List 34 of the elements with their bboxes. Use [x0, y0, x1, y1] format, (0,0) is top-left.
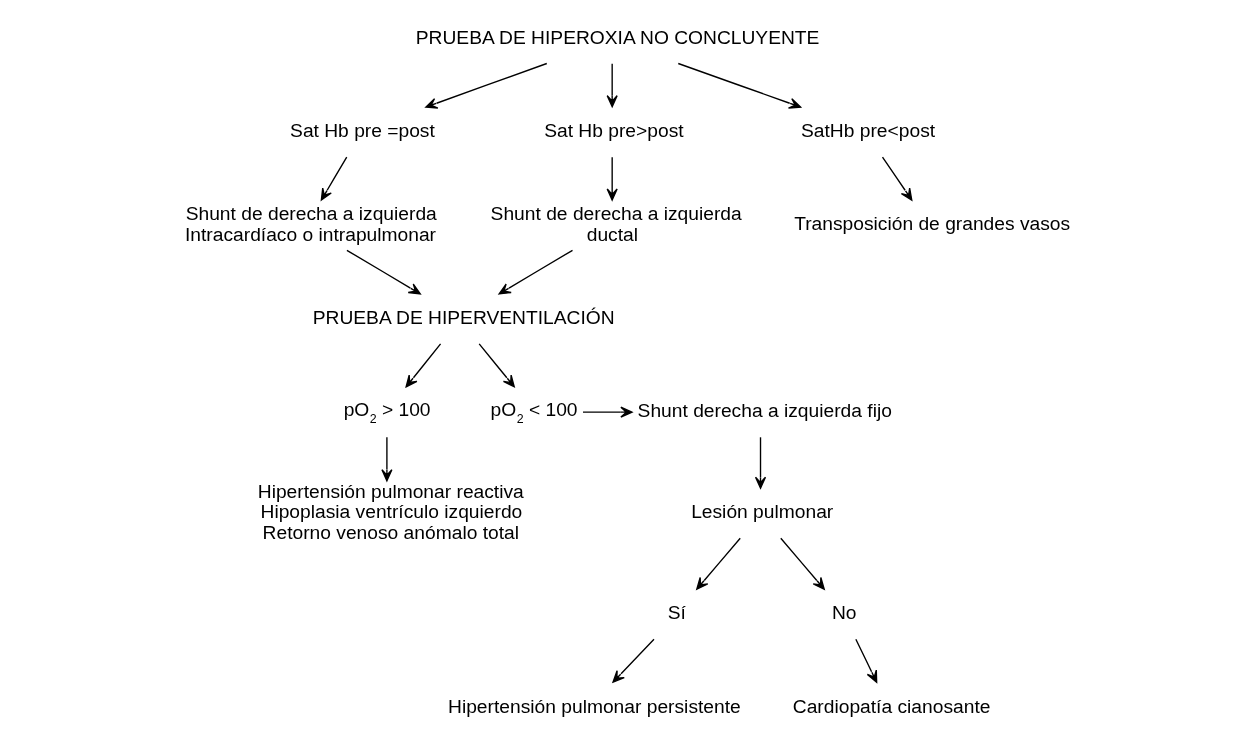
node-text: Hipertensión pulmonar reactiva Hipoplasia ventrículo izquierdo Retorno venoso anómalo total	[257, 480, 524, 543]
arrow	[582, 406, 633, 418]
node-text: Cardiopatía cianosante	[792, 695, 991, 717]
node-text: SatHb pre<post	[801, 120, 936, 142]
node-text: pO$_{2}$ > 100	[343, 398, 431, 426]
node-text: PRUEBA DE HIPERVENTILACIÓN	[312, 306, 615, 328]
arrow	[381, 436, 393, 482]
arrow	[677, 62, 802, 109]
node-text: Sí	[667, 602, 686, 624]
arrow	[881, 156, 913, 201]
arrow	[855, 638, 878, 683]
arrow	[696, 537, 741, 590]
node-text: PRUEBA DE HIPEROXIA NO CONCLUYENTE	[415, 26, 820, 48]
arrow	[754, 436, 767, 489]
arrow	[405, 343, 442, 388]
arrow	[478, 343, 515, 388]
arrow	[498, 249, 574, 295]
node-text: Shunt de derecha a izquierda Intracardíaco o intrapulmonar	[184, 203, 437, 245]
arrow	[612, 638, 655, 683]
node-text: No	[831, 602, 857, 624]
node-text: Sat Hb pre>post	[544, 120, 684, 142]
node-text: pO$_{2}$ < 100	[490, 398, 578, 426]
node-text: Shunt derecha a izquierda fijo	[637, 400, 892, 422]
arrow	[606, 63, 618, 108]
node-text: Hipertensión pulmonar persistente	[448, 695, 741, 717]
node-text: Lesión pulmonar	[691, 501, 834, 523]
arrow	[346, 249, 421, 295]
node-text: Shunt de derecha a izquierda ductal	[490, 203, 742, 245]
arrow	[425, 62, 548, 109]
arrow	[606, 156, 618, 201]
arrow	[320, 156, 348, 201]
arrow	[780, 537, 825, 590]
node-text: Transposición de grandes vasos	[794, 213, 1071, 235]
node-text: Sat Hb pre =post	[290, 120, 435, 142]
